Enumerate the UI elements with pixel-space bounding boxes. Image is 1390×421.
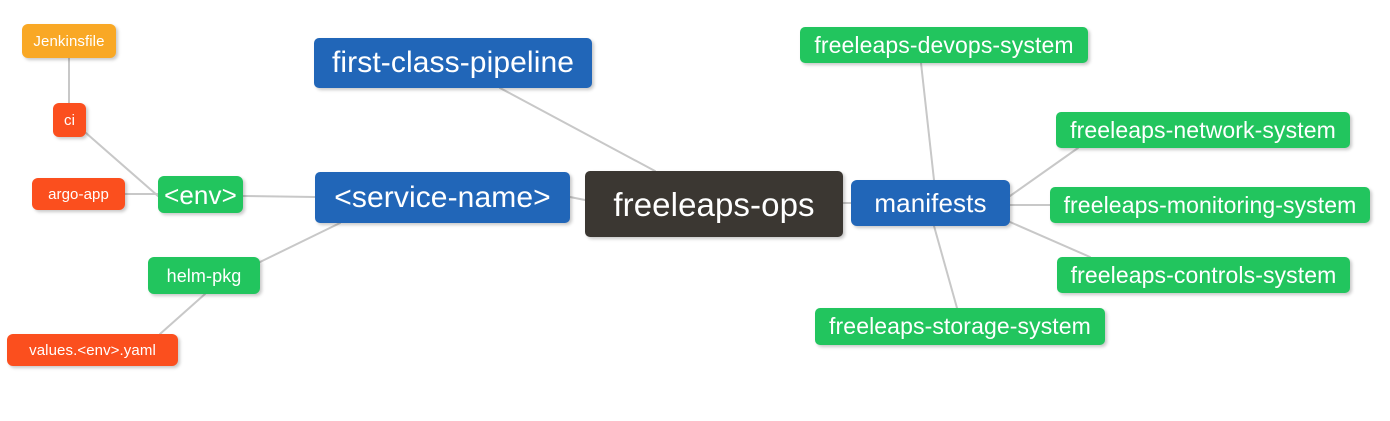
node-label-ci: ci [63, 111, 76, 129]
node-freeleaps-storage-system[interactable]: freeleaps-storage-system [815, 308, 1105, 345]
node-first-class-pipeline[interactable]: first-class-pipeline [314, 38, 592, 88]
node-label-freeleaps-controls-system: freeleaps-controls-system [1070, 261, 1337, 288]
node-label-helm-pkg: helm-pkg [166, 265, 242, 286]
node-label-freeleaps-monitoring-system: freeleaps-monitoring-system [1063, 191, 1357, 218]
node-label-env: <env> [164, 179, 237, 210]
node-jenkinsfile[interactable]: Jenkinsfile [22, 24, 116, 58]
edge-manifests-to-freeleaps-controls-system [1009, 221, 1091, 258]
node-label-freeleaps-ops: freeleaps-ops [613, 185, 815, 223]
node-freeleaps-monitoring-system[interactable]: freeleaps-monitoring-system [1050, 187, 1370, 223]
node-label-argo-app: argo-app [48, 185, 109, 203]
edge-service-name-to-freeleaps-ops [569, 196, 586, 201]
node-label-freeleaps-devops-system: freeleaps-devops-system [814, 31, 1074, 58]
edge-manifests-to-freeleaps-devops-system [920, 62, 935, 181]
node-label-freeleaps-network-system: freeleaps-network-system [1070, 116, 1336, 143]
node-label-freeleaps-storage-system: freeleaps-storage-system [829, 313, 1091, 339]
node-freeleaps-network-system[interactable]: freeleaps-network-system [1056, 112, 1350, 148]
node-label-values-env-yaml: values.<env>.yaml [29, 341, 156, 359]
node-label-jenkinsfile: Jenkinsfile [33, 32, 105, 50]
edge-values-env-yaml-to-helm-pkg [159, 293, 206, 335]
edge-manifests-to-freeleaps-storage-system [933, 225, 958, 309]
node-helm-pkg[interactable]: helm-pkg [148, 257, 260, 294]
node-values-env-yaml[interactable]: values.<env>.yaml [7, 334, 178, 366]
node-freeleaps-devops-system[interactable]: freeleaps-devops-system [800, 27, 1088, 63]
node-freeleaps-ops[interactable]: freeleaps-ops [585, 171, 843, 237]
edge-manifests-to-freeleaps-network-system [1009, 147, 1079, 197]
edge-env-to-service-name [242, 195, 316, 198]
node-label-service-name: <service-name> [334, 180, 551, 214]
node-manifests[interactable]: manifests [851, 180, 1010, 226]
node-argo-app[interactable]: argo-app [32, 178, 125, 210]
node-label-first-class-pipeline: first-class-pipeline [331, 46, 575, 79]
edge-first-class-pipeline-to-freeleaps-ops [499, 87, 656, 172]
node-env[interactable]: <env> [158, 176, 243, 213]
node-service-name[interactable]: <service-name> [315, 172, 570, 223]
node-freeleaps-controls-system[interactable]: freeleaps-controls-system [1057, 257, 1350, 293]
edge-ci-to-env [85, 132, 159, 197]
node-label-manifests: manifests [874, 188, 987, 218]
node-ci[interactable]: ci [53, 103, 86, 137]
edge-helm-pkg-to-service-name [259, 222, 341, 263]
